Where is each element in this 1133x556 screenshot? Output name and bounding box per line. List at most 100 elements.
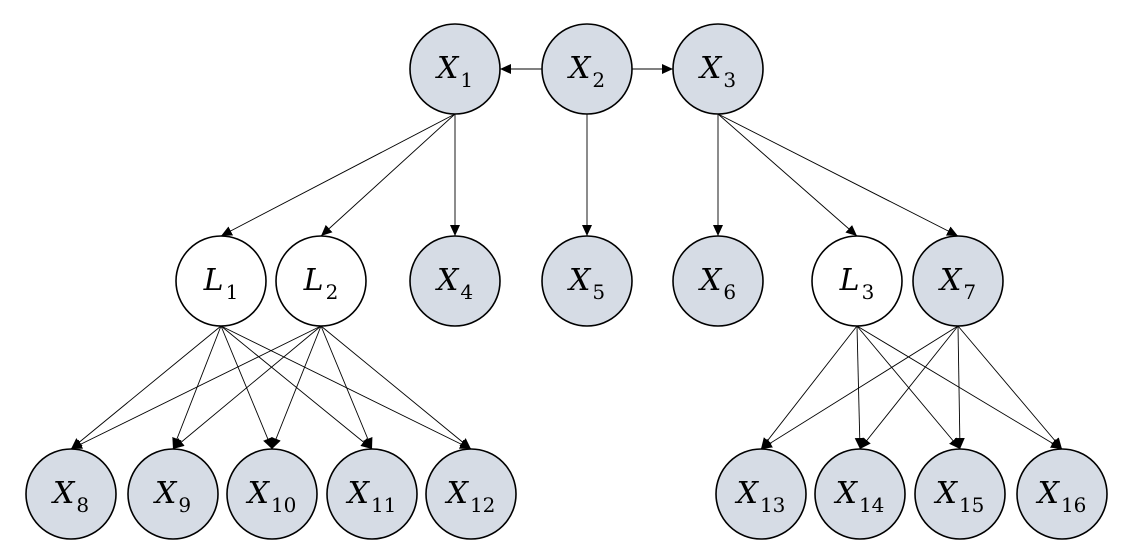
node-x2-circle (541, 23, 633, 115)
node-x16-circle (1016, 448, 1108, 540)
edge-x7-to-x15 (954, 325, 965, 450)
node-x10-circle (226, 448, 318, 540)
node-letter: X (153, 476, 178, 511)
node-subscript: 16 (1061, 493, 1086, 517)
node-subscript: 4 (460, 280, 473, 304)
node-subscript: 13 (760, 493, 785, 517)
node-subscript: 5 (592, 280, 605, 304)
node-subscript: 2 (592, 68, 605, 92)
node-subscript: 9 (178, 493, 191, 517)
node-x4-circle (409, 235, 501, 327)
edge-x7-to-x13 (760, 325, 959, 450)
node-x3-circle (672, 23, 764, 115)
node-subscript: 3 (862, 280, 875, 304)
node-x14-circle (814, 448, 906, 540)
node-letter: X (51, 476, 76, 511)
node-letter: X (445, 476, 470, 511)
edge-l1-to-x8 (70, 325, 222, 450)
node-subscript: 2 (326, 280, 339, 304)
node-l3-circle (811, 235, 903, 327)
node-letter: X (567, 51, 592, 86)
node-letter: X (698, 263, 723, 298)
edge-x7-to-x16 (957, 325, 1063, 450)
node-letter: L (203, 263, 224, 298)
node-l1-circle (175, 235, 267, 327)
edge-x3-to-l3 (717, 113, 858, 237)
node-x1-circle (409, 23, 501, 115)
node-letter: X (938, 263, 963, 298)
node-l2-circle (275, 235, 367, 327)
node-x7-circle (912, 235, 1004, 327)
node-subscript: 1 (226, 280, 239, 304)
node-letter: X (934, 476, 959, 511)
edge-l2-to-x10 (271, 325, 322, 450)
node-subscript: 15 (959, 493, 984, 517)
edge-l1-to-x12 (220, 325, 472, 450)
node-subscript: 11 (371, 493, 396, 517)
edge-l3-to-x14 (854, 325, 865, 450)
node-x9-circle (127, 448, 219, 540)
edge-x3-to-x7 (717, 113, 959, 237)
node-letter: X (246, 476, 271, 511)
node-subscript: 8 (76, 493, 89, 517)
node-letter: L (839, 263, 860, 298)
node-letter: L (303, 263, 324, 298)
node-subscript: 1 (460, 68, 473, 92)
node-subscript: 6 (723, 280, 736, 304)
edge-l2-to-x9 (172, 325, 322, 450)
edge-x1-to-l1 (220, 113, 456, 237)
edge-l2-to-x8 (70, 325, 322, 450)
node-x15-circle (914, 448, 1006, 540)
node-letter: X (735, 476, 760, 511)
node-x6-circle (672, 235, 764, 327)
node-x5-circle (541, 235, 633, 327)
node-letter: X (698, 51, 723, 86)
node-subscript: 7 (963, 280, 976, 304)
node-x12-circle (425, 448, 517, 540)
node-subscript: 12 (470, 493, 495, 517)
node-letter: X (435, 51, 460, 86)
edge-x7-to-x14 (859, 325, 959, 450)
node-letter: X (346, 476, 371, 511)
node-letter: X (567, 263, 592, 298)
node-x8-circle (25, 448, 117, 540)
node-x13-circle (715, 448, 807, 540)
node-subscript: 14 (859, 493, 884, 517)
node-letter: X (834, 476, 859, 511)
edge-l2-to-x11 (320, 325, 373, 450)
edges-layer (70, 64, 1063, 450)
